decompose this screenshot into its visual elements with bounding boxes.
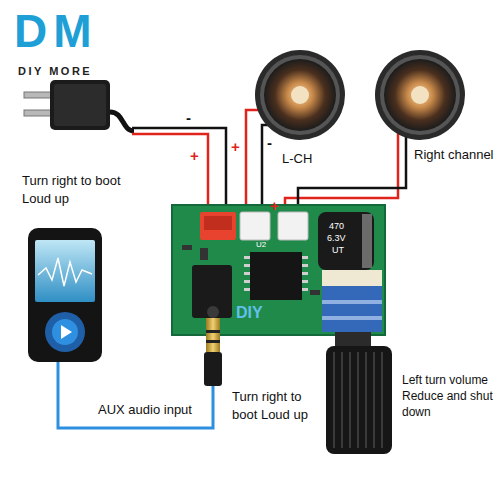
input-note: AUX audio input: [98, 401, 192, 419]
usb-charger: [24, 80, 134, 131]
aux-cable: [58, 362, 213, 428]
left-positive-wire: [246, 110, 262, 214]
right-speaker: [375, 50, 465, 140]
watermark: DIY: [236, 302, 263, 324]
capacitor-marking: 470: [329, 222, 344, 232]
logo-letters: DM: [14, 8, 98, 54]
polarity-sign: +: [270, 196, 279, 216]
polarity-sign: +: [190, 146, 199, 166]
right-negative-wire: [298, 128, 406, 214]
channel-label: Right channel: [414, 146, 494, 164]
jack-note: Turn right to boot Loud up: [232, 388, 316, 423]
channel-label: L-CH: [282, 150, 312, 168]
left-speaker: [255, 50, 345, 140]
chip-designator: U2: [256, 241, 266, 250]
capacitor-marking: UT: [332, 246, 344, 256]
polarity-sign: -: [267, 133, 272, 153]
polarity-sign: +: [231, 137, 240, 157]
power-negative-wire: [132, 128, 226, 214]
power-positive-wire: [132, 134, 208, 214]
logo-brand: DIY MORE: [18, 64, 92, 79]
polarity-sign: -: [186, 108, 191, 128]
amplifier-board: [172, 205, 385, 335]
music-player: [28, 228, 102, 362]
knob-note: Left turn volume Reduce and shut down: [402, 372, 498, 421]
volume-knob: [326, 332, 392, 454]
capacitor-marking: 6.3V: [327, 234, 346, 244]
aux-plug: [204, 318, 222, 386]
power-note: Turn right to boot Loud up: [22, 172, 147, 207]
right-positive-wire: [285, 128, 398, 214]
